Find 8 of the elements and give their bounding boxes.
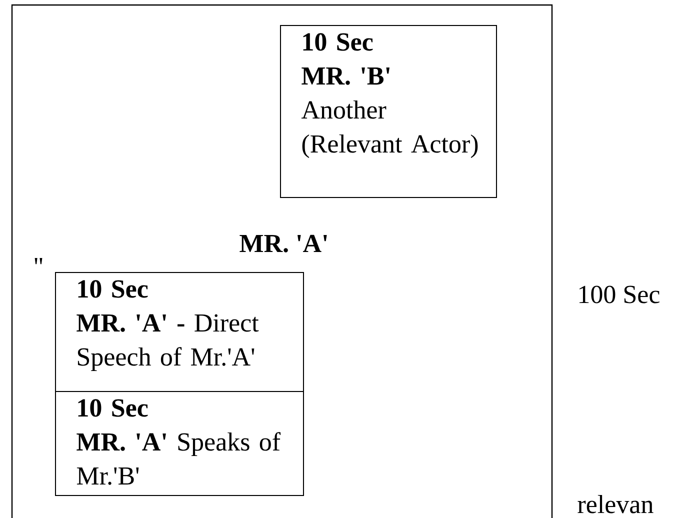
label: " (34, 258, 42, 264)
text-box: 10 Sec MR. 'B' Another (Relevant Actor) (280, 25, 497, 198)
heading: MR. 'A' (240, 234, 327, 252)
label: 100 Sec (580, 286, 660, 304)
text-box: 10 Sec MR. 'A' Speaks of Mr.'B' (55, 391, 304, 496)
label: relevan (578, 494, 654, 514)
text-box: 10 Sec MR. 'A' - Direct Speech of Mr.'A' (55, 272, 304, 392)
frame-box (11, 4, 553, 518)
